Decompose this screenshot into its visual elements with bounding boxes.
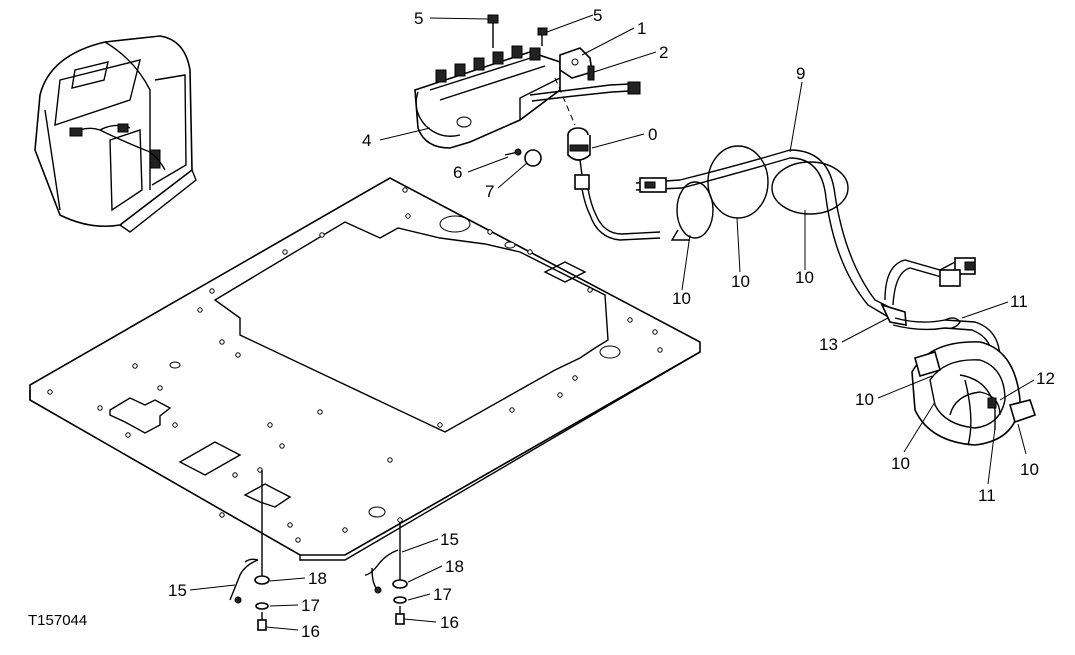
cab-illustration: [34, 35, 197, 233]
washer-18-right: [392, 579, 408, 589]
callout-11-top: 11: [1010, 292, 1028, 311]
callout-10-b: 10: [731, 272, 750, 291]
wiring-harness: [635, 145, 1001, 363]
callout-10-a: 10: [672, 289, 691, 308]
callout-15-right: 15: [440, 530, 459, 549]
callout-10-c: 10: [795, 268, 814, 287]
callout-15-left: 15: [168, 581, 187, 600]
callout-10-e: 10: [891, 454, 910, 473]
washer-17-left: [255, 602, 269, 610]
callout-4: 4: [362, 131, 371, 150]
callout-10-d: 10: [855, 390, 874, 409]
harness-bracket-assembly: [911, 341, 1037, 446]
bolt-16-left: [257, 612, 267, 631]
callout-2: 2: [659, 43, 668, 62]
figure-id: T157044: [28, 612, 87, 629]
ground-strap-left: [229, 470, 263, 604]
floor-plate-bolt-holes: [47, 187, 663, 543]
callout-11-bottom: 11: [978, 486, 996, 505]
callout-18-right: 18: [445, 557, 464, 576]
washer-17-right: [393, 596, 407, 604]
callout-10-f: 10: [1020, 460, 1039, 479]
callout-16-left: 16: [301, 622, 320, 641]
callout-17-left: 17: [301, 596, 320, 615]
screw-2: [587, 65, 595, 81]
callout-6: 6: [453, 163, 462, 182]
callout-labels: 0 1 2 4 5 5 6 7 9 10 10 10 10 10 10 11 1…: [28, 6, 1055, 641]
callout-0: 0: [648, 125, 657, 144]
key-switch: [554, 77, 661, 241]
screw-6: [504, 148, 522, 156]
callout-12: 12: [1036, 369, 1055, 388]
callout-7: 7: [485, 182, 494, 201]
callout-5-right: 5: [593, 6, 602, 25]
leader-lines: [189, 14, 1035, 631]
callout-13: 13: [819, 335, 838, 354]
washer-18-left: [254, 575, 270, 585]
callout-18-left: 18: [308, 569, 327, 588]
cap-7: [524, 149, 542, 167]
ground-strap-right: [364, 522, 401, 594]
bolt-5-left: [487, 14, 499, 48]
bolt-16-right: [395, 606, 405, 625]
bolt-5-right: [537, 27, 548, 46]
callout-16-right: 16: [440, 613, 459, 632]
callout-1: 1: [637, 19, 646, 38]
switch-panel-console: [414, 45, 641, 149]
callout-9: 9: [796, 64, 805, 83]
floor-plate: [29, 177, 701, 561]
callout-5-left: 5: [414, 9, 423, 28]
callout-17-right: 17: [433, 585, 452, 604]
